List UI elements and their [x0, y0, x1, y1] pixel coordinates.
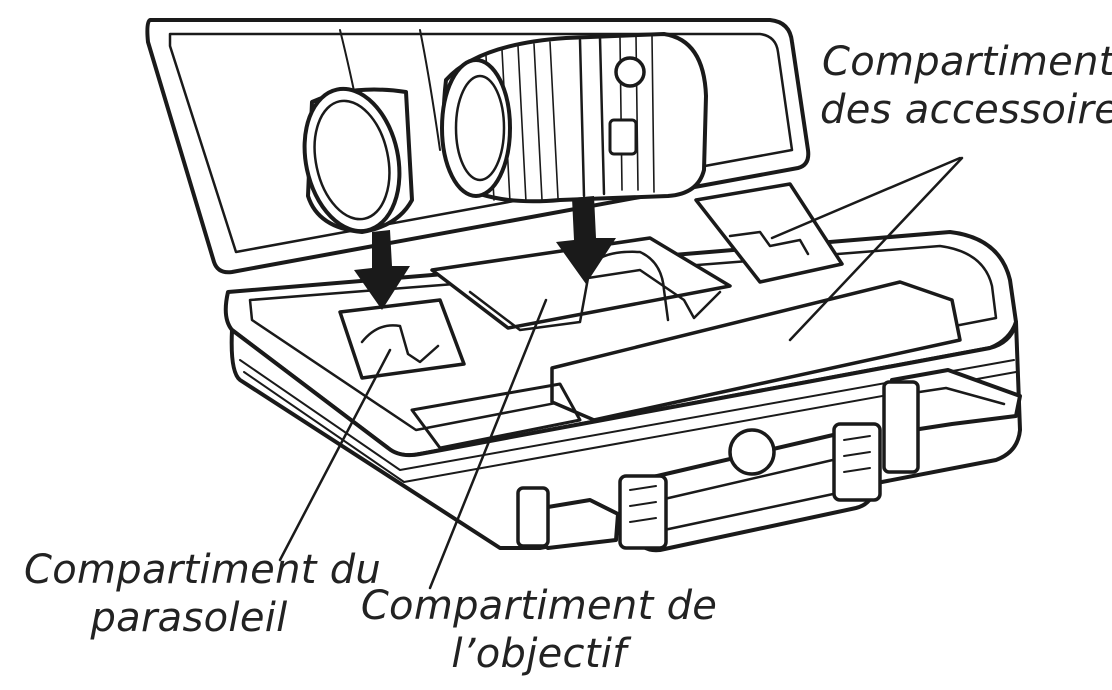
label-lens-line2: l’objectif — [451, 631, 627, 677]
leader-hood — [278, 348, 392, 562]
label-accessory-compartments: Compartiments des accessoires* — [820, 38, 1112, 134]
leader-lens — [428, 298, 548, 590]
label-hood-line1: Compartiment du — [24, 547, 382, 593]
camera-lens — [440, 32, 708, 204]
label-accessory-line2: des accessoires* — [820, 87, 1112, 133]
foam-insert — [338, 182, 962, 450]
leader-accessory-b — [788, 156, 964, 342]
label-lens-compartment: Compartiment de l’objectif — [360, 582, 718, 678]
leader-lines — [278, 156, 964, 590]
leader-accessory-a — [770, 156, 962, 240]
case-hardware — [516, 368, 1022, 553]
arrow-lens — [556, 196, 616, 284]
label-hood-line2: parasoleil — [90, 595, 288, 641]
label-lens-line1: Compartiment de — [360, 583, 718, 629]
lens-hood — [302, 86, 414, 234]
label-accessory-line1: Compartiments — [822, 39, 1112, 85]
arrow-hood — [354, 230, 410, 310]
label-hood-compartment: Compartiment du parasoleil — [24, 546, 382, 642]
insert-arrows — [354, 196, 616, 310]
